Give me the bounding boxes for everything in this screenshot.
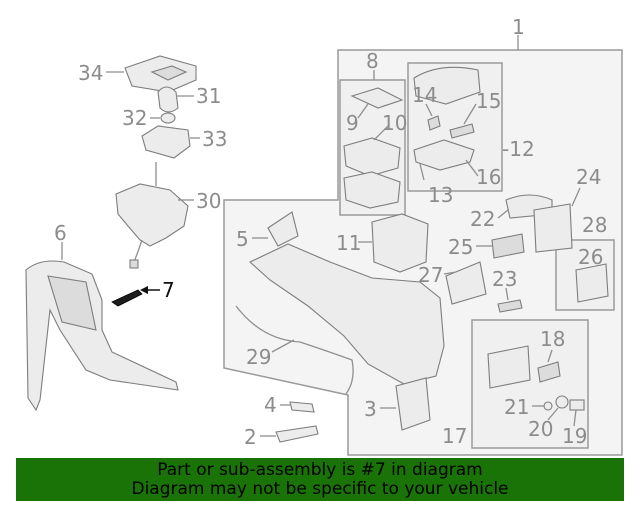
part-11-storage-bin <box>371 213 429 273</box>
callout-21: 21 <box>504 395 529 419</box>
leader-24 <box>571 187 581 207</box>
leader-10 <box>373 125 389 141</box>
part-34-cutout <box>150 65 188 81</box>
part-12-lid <box>413 66 481 105</box>
callout-11: 11 <box>336 231 361 255</box>
part-10-tray <box>343 137 401 177</box>
callout-9: 9 <box>346 111 359 135</box>
leader-20 <box>547 407 559 421</box>
leader-15 <box>463 103 477 125</box>
part-5-bracket <box>267 211 299 247</box>
leader-19 <box>573 409 577 427</box>
callout-17: 17 <box>442 424 467 448</box>
part-31-shift-knob <box>157 86 179 113</box>
callout-22: 22 <box>470 207 495 231</box>
callout-13: 13 <box>428 183 453 207</box>
callout-7: 7 <box>162 278 175 302</box>
callout-8: 8 <box>366 49 379 73</box>
callout-18: 18 <box>540 327 565 351</box>
callout-1: 1 <box>512 15 525 39</box>
part-18-bezel <box>487 345 531 389</box>
part-30-connector <box>129 259 139 269</box>
callout-10: 10 <box>382 111 407 135</box>
part-9-pad <box>350 87 404 109</box>
part-21-knob <box>543 401 553 411</box>
leader-9 <box>357 103 369 119</box>
part-32-nut <box>160 112 176 124</box>
callout-15: 15 <box>476 89 501 113</box>
callout-27: 27 <box>418 263 443 287</box>
leader-27 <box>443 271 457 275</box>
callout-31: 31 <box>196 84 221 108</box>
part-33-shift-boot <box>141 125 191 159</box>
part-26-usb-unit <box>575 263 609 303</box>
part-19-plug <box>569 399 585 411</box>
part-16-hinge <box>413 139 475 171</box>
leader-22 <box>497 209 509 219</box>
callout-12: -12 <box>502 137 535 161</box>
part-20-socket <box>555 395 569 409</box>
part-15-latch <box>449 123 475 139</box>
callout-23: 23 <box>492 267 517 291</box>
part-7-arrowhead <box>140 286 148 294</box>
callout-6: 6 <box>54 221 67 245</box>
part-23-clip <box>497 299 523 313</box>
part-18-insert <box>537 361 561 383</box>
callout-3: 3 <box>364 397 377 421</box>
part-main-console-body <box>249 243 445 385</box>
callout-25: 25 <box>448 235 473 259</box>
callout-2: 2 <box>244 425 257 449</box>
leader-13 <box>419 163 425 181</box>
callout-4: 4 <box>264 393 277 417</box>
callout-14: 14 <box>412 83 437 107</box>
info-banner-line-2: Diagram may not be specific to your vehi… <box>131 479 509 499</box>
part-30-cable <box>133 239 143 263</box>
part-7-bracket <box>111 289 143 307</box>
part-24-frame <box>533 203 573 253</box>
part-29-wire-harness <box>235 305 354 395</box>
callout-5: 5 <box>236 227 249 251</box>
part-25-switch <box>491 233 525 259</box>
leader-29 <box>271 339 295 353</box>
info-banner-line-1: Part or sub-assembly is #7 in diagram <box>157 460 483 480</box>
callout-24: 24 <box>576 165 601 189</box>
leader-16 <box>465 159 479 177</box>
callout-29: 29 <box>246 345 271 369</box>
leader-18 <box>547 349 553 363</box>
callout-34: 34 <box>78 61 103 85</box>
part-4-clip <box>289 401 315 413</box>
part-6-inner-recess <box>47 275 97 331</box>
callout-20: 20 <box>528 417 553 441</box>
part-3-bracket <box>395 377 431 431</box>
callout-30: 30 <box>196 189 221 213</box>
part-30-shifter-assembly <box>115 183 189 247</box>
callout-19: 19 <box>562 424 587 448</box>
part-10-bin <box>343 171 401 209</box>
callout-33: 33 <box>202 127 227 151</box>
callout-28: 28 <box>582 213 607 237</box>
leader-23 <box>505 287 509 301</box>
callout-16: 16 <box>476 165 501 189</box>
info-banner: Part or sub-assembly is #7 in diagram Di… <box>16 458 624 501</box>
part-6-console-side-panel <box>25 260 179 412</box>
part-2-bracket <box>275 425 319 443</box>
callout-32: 32 <box>122 106 147 130</box>
callout-26: 26 <box>578 245 603 269</box>
part-14-clip <box>427 115 441 131</box>
leader-14 <box>425 103 433 117</box>
